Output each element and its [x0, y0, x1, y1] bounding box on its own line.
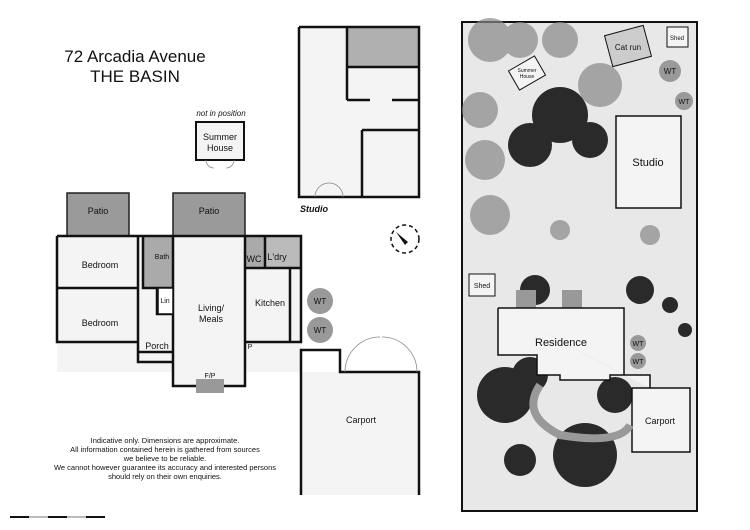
title-line2: THE BASIN: [90, 67, 180, 86]
trees-light: [462, 18, 660, 245]
patio-right-label: Patio: [199, 206, 220, 216]
site-shed-top-label: Shed: [670, 36, 684, 42]
house-plan: Patio Patio Bedroom Bedroom Bath Lin Por…: [55, 192, 421, 495]
water-tank-1: [307, 288, 333, 314]
disclaimer-line: All information contained herein is gath…: [70, 445, 260, 454]
studio-plan: Studio: [297, 25, 421, 214]
summer-house-label-2: House: [207, 143, 233, 153]
fireplace-label: F/P: [205, 373, 216, 380]
laundry-label: L'dry: [267, 252, 287, 262]
porch-label: Porch: [145, 341, 169, 351]
patio-left: [66, 192, 130, 237]
summer-house: not in position Summer House: [195, 109, 246, 169]
site-studio-label: Studio: [632, 157, 663, 169]
site-summer-house-label: Summer: [518, 68, 537, 74]
patio-right: [172, 192, 246, 237]
site-carport-label: Carport: [645, 416, 676, 426]
kitchen-label: Kitchen: [255, 298, 285, 308]
residence-label: Residence: [535, 337, 587, 349]
pantry-label: P: [248, 344, 253, 351]
site-plan: Studio Shed Cat run Summer House WT WT S…: [461, 18, 698, 512]
disclaimer-line: should rely on their own enquiries.: [108, 472, 222, 481]
studio-label: Studio: [300, 204, 328, 214]
bath-label: Bath: [155, 254, 170, 261]
disclaimer-line: we believe to be reliable.: [123, 454, 207, 463]
linen-label: Lin: [160, 298, 169, 305]
north-compass-icon: [390, 224, 420, 254]
summer-house-note: not in position: [196, 109, 246, 118]
disclaimer-line: We cannot however guarantee its accuracy…: [54, 463, 276, 472]
bedroom-1-label: Bedroom: [82, 260, 119, 270]
site-wt-a: WT: [664, 67, 677, 76]
water-tank-1-label: WT: [314, 297, 327, 306]
title-line1: 72 Arcadia Avenue: [64, 47, 205, 66]
cat-run-label: Cat run: [615, 43, 641, 52]
water-tank-2: [307, 317, 333, 343]
site-summer-house-label-2: House: [520, 74, 535, 80]
disclaimer: Indicative only. Dimensions are approxim…: [54, 436, 276, 481]
carport-label: Carport: [346, 415, 377, 425]
water-tank-2-label: WT: [314, 326, 327, 335]
disclaimer-line: Indicative only. Dimensions are approxim…: [91, 436, 240, 445]
living-label: Living/: [198, 303, 225, 313]
site-wt-c: WT: [633, 341, 645, 348]
patio-left-label: Patio: [88, 206, 109, 216]
site-wt-b: WT: [679, 99, 691, 106]
site-shed-left-label: Shed: [474, 283, 490, 290]
scale-bar: [10, 516, 105, 518]
bedroom-2-label: Bedroom: [82, 318, 119, 328]
site-wt-d: WT: [633, 359, 645, 366]
summer-house-label: Summer: [203, 132, 237, 142]
wc-label: WC: [247, 254, 262, 264]
meals-label: Meals: [199, 314, 224, 324]
